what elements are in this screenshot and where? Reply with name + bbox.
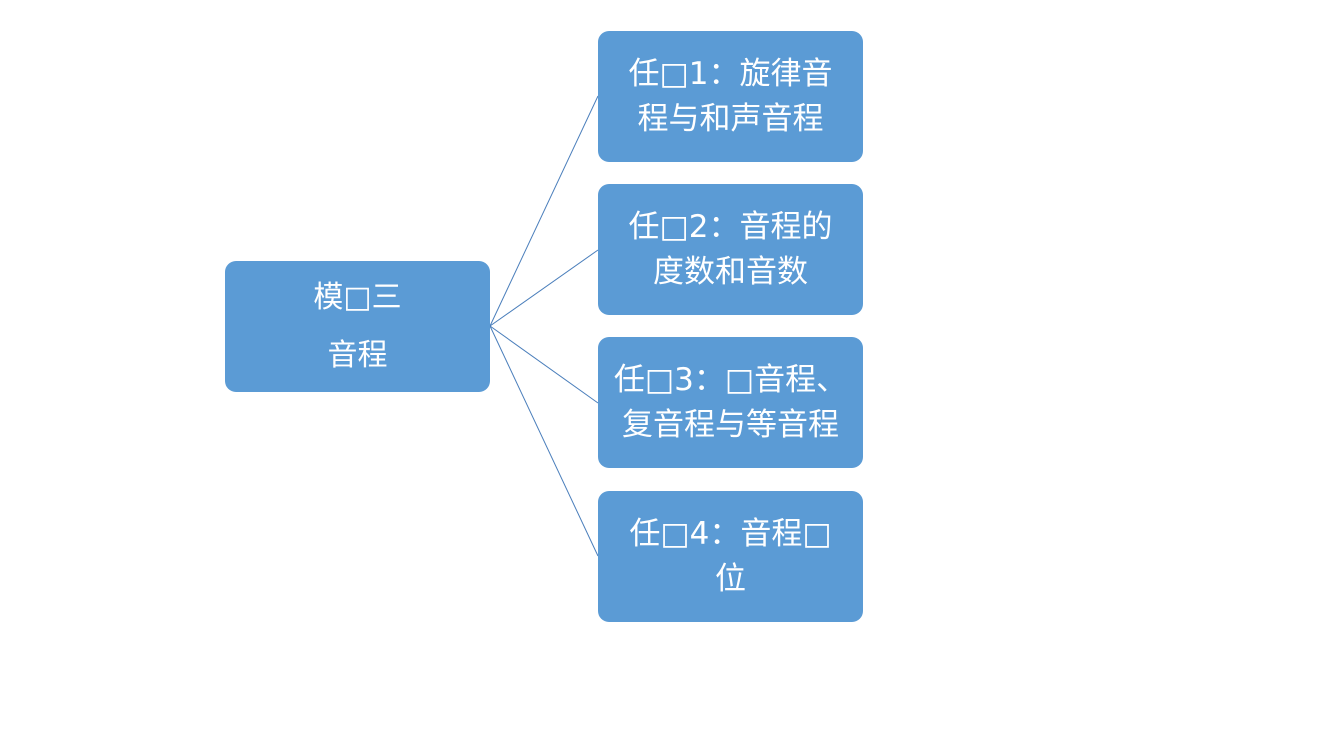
child-node-task-1: 任□1：旋律音 程与和声音程 (598, 31, 863, 162)
child-node-3-line-2: 复音程与等音程 (622, 406, 839, 443)
child-node-1-line-1: 任□1：旋律音 (628, 55, 833, 92)
child-node-task-3: 任□3：□音程、 复音程与等音程 (598, 337, 863, 468)
connector-line-2 (489, 249, 599, 327)
child-node-task-2: 任□2：音程的 度数和音数 (598, 184, 863, 315)
connector-line-1 (489, 95, 599, 327)
root-node-module-three: 模□三 音程 (225, 261, 490, 392)
child-node-3-line-1: 任□3：□音程、 (613, 361, 848, 398)
connector-line-3 (489, 325, 599, 404)
child-node-2-line-2: 度数和音数 (653, 253, 808, 290)
connector-line-4 (489, 325, 599, 557)
child-node-task-4: 任□4：音程□ 位 (598, 491, 863, 622)
root-node-line-1: 模□三 (313, 279, 402, 315)
child-node-4-line-1: 任□4：音程□ (629, 515, 832, 552)
child-node-4-line-2: 位 (715, 560, 746, 597)
child-node-1-line-2: 程与和声音程 (637, 100, 824, 137)
child-node-2-line-1: 任□2：音程的 (628, 208, 833, 245)
root-node-line-2: 音程 (327, 337, 388, 373)
